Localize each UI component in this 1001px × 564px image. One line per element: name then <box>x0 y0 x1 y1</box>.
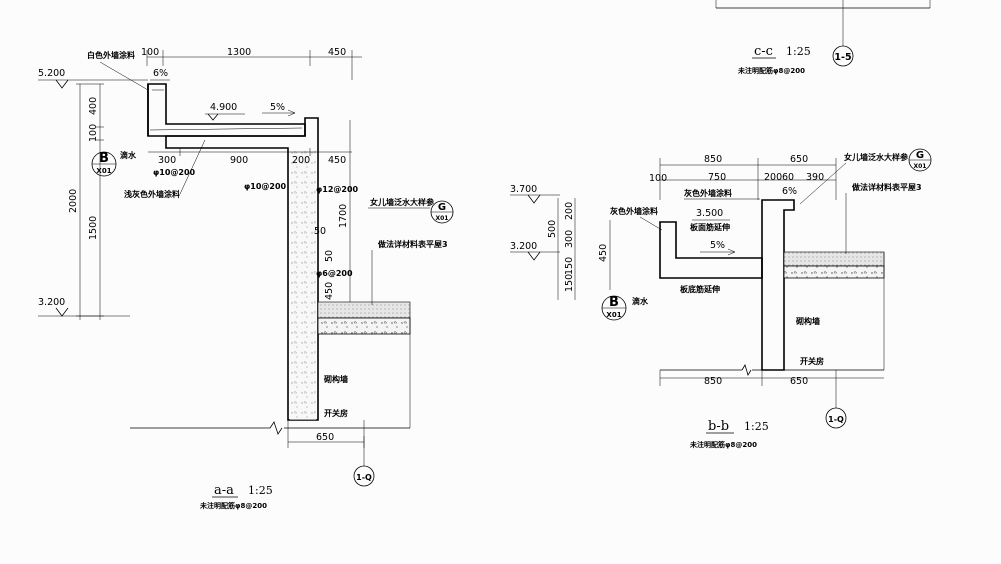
aa-label-masonry: 砌构墙 <box>323 374 348 384</box>
aa-dim-400: 400 <box>88 97 99 115</box>
aa-detail-b-callout: B X01 <box>91 151 117 177</box>
aa-dim-100: 100 <box>141 47 159 58</box>
aa-dim-2000: 2000 <box>68 189 79 213</box>
bb-dim-500: 500 <box>547 220 558 238</box>
bb-roof-layers <box>783 251 885 267</box>
aa-label-light-grey: 浅灰色外墙涂料 <box>124 189 180 199</box>
bb-axis-label: 1-Q <box>828 415 844 424</box>
section-bb: 850 650 100 750 200 60 390 3.700 3.200 2… <box>510 148 932 449</box>
bb-level-top: 3.700 <box>510 184 537 195</box>
aa-slope: 5% <box>270 102 285 113</box>
aa-level-bottom: 3.200 <box>38 297 65 308</box>
bb-dim-390: 390 <box>806 172 824 183</box>
svg-text:G: G <box>916 150 924 161</box>
aa-dim-900: 900 <box>230 155 248 166</box>
svg-text:G: G <box>438 202 446 213</box>
bb-roof-slab <box>783 265 885 279</box>
aa-axis-bubble <box>353 465 375 487</box>
bb-label-slab-top: 板面筋延伸 <box>690 222 730 232</box>
aa-axis-label: 1-Q <box>356 473 372 482</box>
bb-label-grey-top: 灰色外墙涂料 <box>684 188 732 198</box>
aa-roof-layers <box>317 301 411 319</box>
aa-level-top: 5.200 <box>38 68 65 79</box>
svg-text:X01: X01 <box>96 167 111 175</box>
bb-dim-60: 60 <box>782 172 794 183</box>
aa-dim-50: 50 <box>314 226 326 237</box>
svg-text:X01: X01 <box>436 215 449 222</box>
aa-dim-450c: 450 <box>324 282 335 300</box>
aa-dim-300: 300 <box>158 155 176 166</box>
bb-level-slab: 3.500 <box>696 208 723 219</box>
bb-axis-bubble <box>825 407 847 429</box>
bb-dim-450: 450 <box>598 244 609 262</box>
bb-label-masonry: 砌构墙 <box>795 316 820 326</box>
aa-rebar-3: φ12@200 <box>316 185 359 194</box>
aa-title: a-a <box>214 483 234 498</box>
section-aa: 100 1300 450 5.200 3.200 400 100 2000 15… <box>38 47 454 510</box>
aa-dim-650: 650 <box>316 432 334 443</box>
bb-label-slab-bottom: 板底筋延伸 <box>680 284 720 294</box>
svg-text:B: B <box>99 151 109 166</box>
bb-detail-b-callout: B X01 <box>601 295 627 321</box>
bb-title: b-b <box>708 419 729 434</box>
aa-label-room: 开关房 <box>324 408 348 418</box>
aa-dim-200: 200 <box>292 155 310 166</box>
bb-label-room: 开关房 <box>800 356 824 366</box>
aa-dim-100b: 100 <box>88 124 99 142</box>
aa-gutter-slope: 6% <box>153 68 168 79</box>
bb-dim-150b: 150 <box>564 274 575 292</box>
cc-axis-label: 1-5 <box>834 52 851 63</box>
aa-dim-1500: 1500 <box>88 216 99 240</box>
bb-scale: 1:25 <box>744 420 769 433</box>
aa-dim-50b: 50 <box>324 250 335 262</box>
bb-detail-g-callout: G X01 <box>908 148 932 172</box>
bb-dim-300: 300 <box>564 230 575 248</box>
aa-rebar-1: φ10@200 <box>153 168 196 177</box>
bb-note: 未注明配筋φ8@200 <box>690 440 757 449</box>
svg-text:X01: X01 <box>606 311 621 319</box>
section-cc: 1-5 c-c 1:25 未注明配筋φ8@200 <box>715 0 931 75</box>
bb-label-grey-left: 灰色外墙涂料 <box>610 206 658 216</box>
aa-dim-1300: 1300 <box>227 47 251 58</box>
bb-wall-section <box>761 199 795 371</box>
bb-dim-750: 750 <box>708 172 726 183</box>
aa-scale: 1:25 <box>248 484 273 497</box>
bb-dim-150: 150 <box>564 257 575 275</box>
aa-dim-450b: 450 <box>328 155 346 166</box>
aa-label-white-paint: 白色外墙涂料 <box>87 50 135 60</box>
bb-dim-850-top: 850 <box>704 154 722 165</box>
bb-dim-100: 100 <box>649 173 667 184</box>
aa-note: 未注明配筋φ8@200 <box>200 501 267 510</box>
aa-level-marker-top <box>55 79 69 89</box>
bb-slope: 5% <box>710 240 725 251</box>
cc-axis-bubble <box>832 45 854 67</box>
aa-dim-1700: 1700 <box>338 204 349 228</box>
aa-rebar-2: φ10@200 <box>244 182 287 191</box>
cc-note: 未注明配筋φ8@200 <box>738 66 805 75</box>
aa-detail-g-callout: G X01 <box>430 200 454 224</box>
bb-gutter-slope: 6% <box>782 186 797 197</box>
cc-title: c-c <box>754 44 773 59</box>
aa-dim-450: 450 <box>328 47 346 58</box>
aa-label-roof-ref: 做法详材料表平屋3 <box>377 239 448 249</box>
bb-label-drip: 滴水 <box>632 296 649 306</box>
aa-rebar-4: φ6@200 <box>316 269 353 278</box>
bb-dim-850-bottom: 850 <box>704 376 722 387</box>
aa-label-parapet-ref: 女儿墙泛水大样参 <box>370 197 435 207</box>
cc-scale: 1:25 <box>786 45 811 58</box>
bb-label-roof-ref: 做法详材料表平屋3 <box>851 182 922 192</box>
aa-level-slab: 4.900 <box>210 102 237 113</box>
bb-dim-650-bottom: 650 <box>790 376 808 387</box>
aa-level-marker-bottom <box>55 307 69 317</box>
bb-label-parapet-ref: 女儿墙泛水大样参 <box>844 152 909 162</box>
bb-dim-650-top: 650 <box>790 154 808 165</box>
svg-text:X01: X01 <box>914 163 927 170</box>
aa-label-drip: 滴水 <box>120 150 137 160</box>
aa-roof-slab <box>317 317 411 335</box>
bb-dim-200b: 200 <box>764 172 782 183</box>
svg-text:B: B <box>609 295 619 310</box>
bb-level-bottom: 3.200 <box>510 241 537 252</box>
bb-dim-200: 200 <box>564 202 575 220</box>
